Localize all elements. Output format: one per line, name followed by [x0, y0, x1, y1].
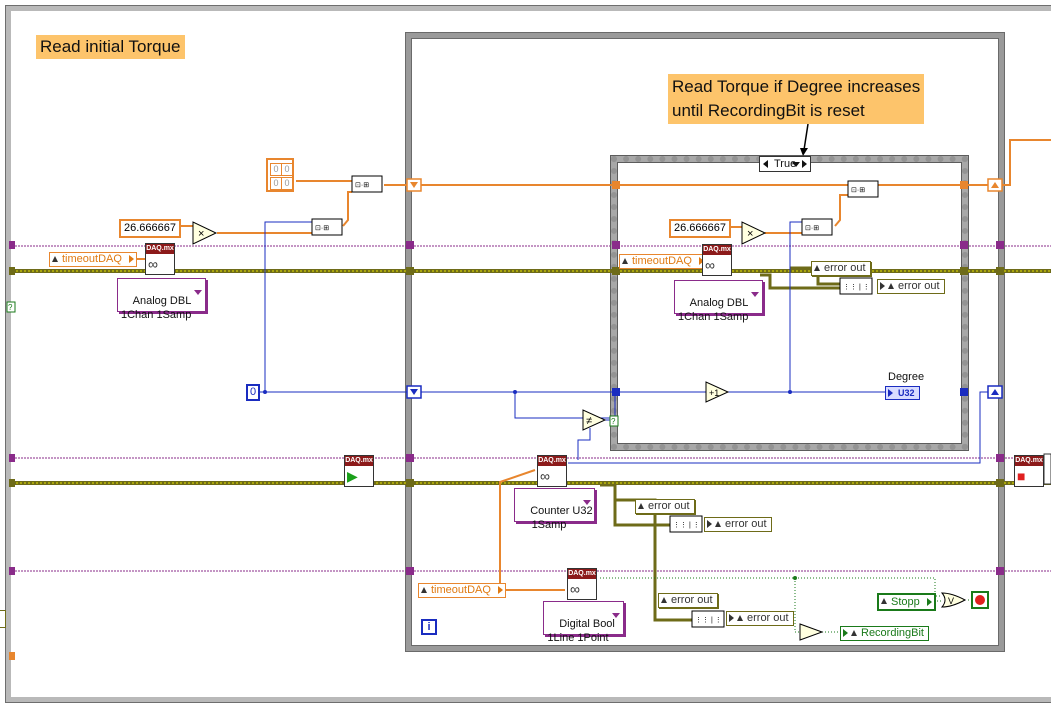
case-selector[interactable]: True — [759, 156, 812, 172]
reference-arrow-icon — [881, 598, 887, 604]
glasses-icon: ∞ — [148, 256, 158, 272]
svg-text:?: ? — [8, 303, 13, 312]
daqmx-start-task[interactable]: DAQ.mx ▶ — [344, 455, 374, 487]
output-triangle-icon — [698, 257, 704, 265]
poly-selector-analog-inner[interactable]: Analog DBL 1Chan 1Samp — [674, 280, 763, 323]
array-constant[interactable]: 0 0 0 0 — [266, 158, 294, 192]
reference-arrow-icon — [737, 615, 743, 621]
svg-text:⊡·⊞: ⊡·⊞ — [355, 182, 369, 189]
svg-text:≠: ≠ — [586, 415, 592, 427]
glasses-icon: ∞ — [540, 468, 550, 484]
poly-selector-counter[interactable]: Counter U32 1Samp — [514, 488, 595, 531]
error-out-indicator-mid[interactable]: error out — [704, 517, 772, 532]
svg-text:V: V — [948, 596, 954, 606]
degree-label: Degree — [888, 371, 925, 383]
dropdown-arrow-icon — [751, 292, 759, 297]
reference-arrow-icon — [638, 503, 644, 509]
zero-constant[interactable]: 0 — [246, 384, 260, 401]
array-cell: 0 — [281, 163, 293, 176]
svg-text:?: ? — [611, 417, 616, 426]
reference-arrow-icon — [814, 265, 820, 271]
input-triangle-icon — [880, 282, 885, 290]
svg-text:⋮⋮ | ⋮: ⋮⋮ | ⋮ — [673, 522, 700, 529]
degree-indicator[interactable]: U32 — [885, 386, 920, 400]
reference-arrow-icon — [851, 630, 857, 636]
svg-text:×: × — [747, 228, 753, 240]
note-read-torque-loop: Read Torque if Degree increases until Re… — [668, 74, 925, 124]
decrement-case-icon — [763, 160, 768, 168]
svg-text:⋮⋮ | ⋮: ⋮⋮ | ⋮ — [843, 284, 870, 291]
svg-text:⊡·⊞: ⊡·⊞ — [851, 187, 865, 194]
error-out-ref-inner[interactable]: error out — [811, 261, 871, 276]
daqmx-read-analog-outer[interactable]: DAQ.mx ∞ — [145, 243, 175, 275]
input-triangle-icon — [843, 629, 848, 637]
partial-edge-terminal — [0, 610, 6, 628]
glasses-icon: ∞ — [705, 257, 715, 273]
daqmx-read-analog-inner[interactable]: DAQ.mx ∞ — [702, 244, 732, 276]
svg-text:⊡·⊞: ⊡·⊞ — [805, 225, 819, 232]
error-out-ref-mid[interactable]: error out — [635, 499, 695, 514]
input-triangle-icon — [707, 520, 712, 528]
error-out-ref-bottom[interactable]: error out — [658, 593, 718, 608]
svg-text:×: × — [198, 228, 204, 240]
stop-icon: ■ — [1017, 468, 1026, 484]
poly-selector-analog-outer[interactable]: Analog DBL 1Chan 1Samp — [117, 278, 206, 321]
svg-text:⊡·⊞: ⊡·⊞ — [315, 225, 329, 232]
reference-arrow-icon — [661, 597, 667, 603]
scale-constant-inner[interactable]: 26.666667 — [669, 219, 731, 238]
reference-arrow-icon — [715, 521, 721, 527]
stopp-control[interactable]: Stopp — [877, 593, 936, 611]
error-out-indicator-inner[interactable]: error out — [877, 279, 945, 294]
daqmx-stop-task[interactable]: DAQ.mx ■ — [1014, 455, 1044, 487]
dropdown-arrow-icon — [583, 500, 591, 505]
daqmx-read-digital[interactable]: DAQ.mx ∞ — [567, 568, 597, 600]
reference-arrow-icon — [421, 587, 427, 593]
reference-arrow-icon — [52, 256, 58, 262]
svg-text:⋮⋮ | ⋮: ⋮⋮ | ⋮ — [695, 617, 722, 624]
note-read-initial-torque: Read initial Torque — [36, 35, 185, 59]
input-triangle-icon — [888, 389, 893, 397]
svg-text:+1: +1 — [709, 388, 719, 398]
output-triangle-icon — [926, 598, 932, 606]
timeout-daq-control-outer[interactable]: timeoutDAQ — [49, 252, 137, 267]
reference-arrow-icon — [888, 283, 894, 289]
reference-arrow-icon — [622, 258, 628, 264]
output-triangle-icon — [128, 255, 134, 263]
dropdown-arrow-icon — [194, 290, 202, 295]
input-triangle-icon — [729, 614, 734, 622]
glasses-icon: ∞ — [570, 581, 580, 597]
array-cell: 0 — [281, 177, 293, 190]
daqmx-read-counter[interactable]: DAQ.mx ∞ — [537, 455, 567, 487]
recording-bit-indicator[interactable]: RecordingBit — [840, 626, 929, 641]
timeout-daq-control-bottom[interactable]: timeoutDAQ — [418, 583, 506, 598]
loop-iteration-terminal[interactable]: i — [421, 619, 437, 635]
output-triangle-icon — [497, 586, 503, 594]
increment-case-icon — [802, 160, 808, 168]
timeout-daq-control-inner[interactable]: timeoutDAQ — [619, 254, 707, 269]
chevron-down-icon — [792, 162, 801, 167]
play-icon: ▶ — [347, 468, 358, 484]
sequence-frame[interactable] — [5, 5, 1051, 703]
error-out-indicator-bottom[interactable]: error out — [726, 611, 794, 626]
poly-selector-digital[interactable]: Digital Bool 1Line 1Point — [543, 601, 624, 644]
scale-constant-outer[interactable]: 26.666667 — [119, 219, 181, 238]
while-loop[interactable] — [406, 33, 1004, 651]
dropdown-arrow-icon — [612, 613, 620, 618]
